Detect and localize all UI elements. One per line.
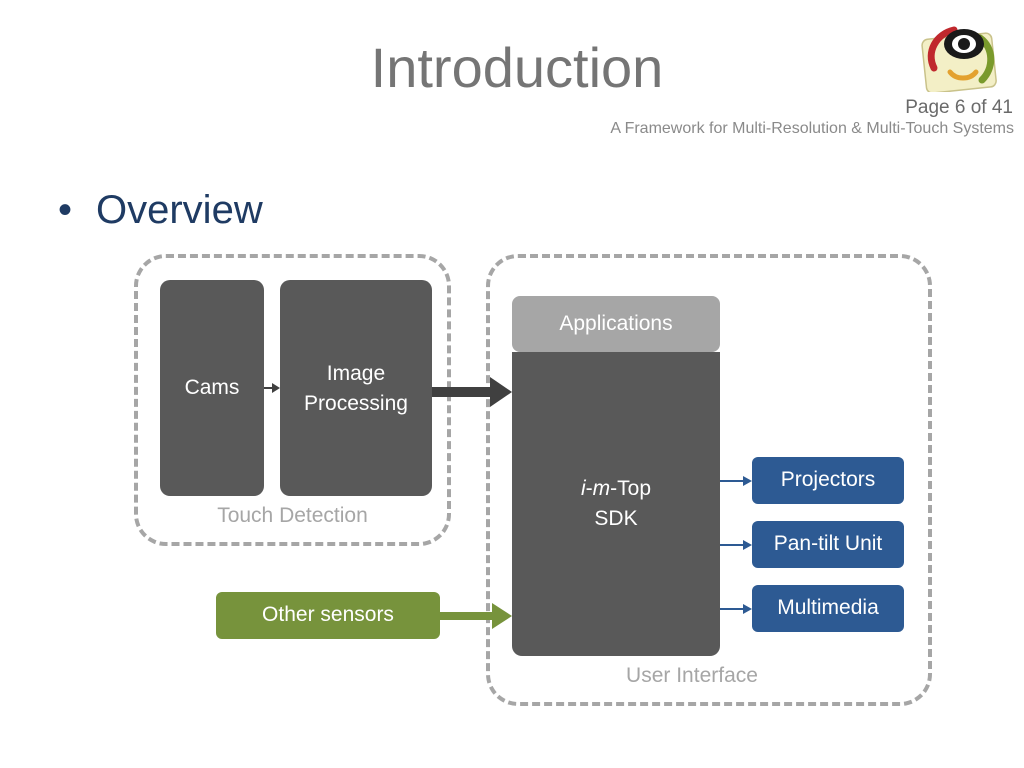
multimedia-label: Multimedia — [777, 596, 879, 620]
other-sensors-box: Other sensors — [216, 592, 440, 639]
pan-tilt-unit-box: Pan-tilt Unit — [752, 521, 904, 568]
arrow-processing-to-sdk — [432, 377, 512, 407]
bullet-marker: • — [58, 188, 73, 232]
image-processing-line1: Image — [326, 362, 386, 385]
sdk-top: -Top — [610, 476, 652, 500]
touch-detection-group — [134, 254, 451, 546]
arrow-cams-to-processing — [264, 383, 280, 393]
imtop-sdk-box: i-m-Top SDK — [512, 352, 720, 656]
cams-box: Cams — [160, 280, 264, 496]
touch-detection-label: Touch Detection — [217, 504, 368, 527]
sdk-dash: - — [585, 476, 593, 500]
logo-icon — [921, 26, 997, 92]
projectors-label: Projectors — [780, 468, 876, 492]
arrow-sdk-to-multimedia — [720, 604, 752, 614]
projectors-box: Projectors — [752, 457, 904, 504]
arrow-sensors-to-sdk — [440, 603, 512, 629]
page-number: Page 6 of 41 — [905, 97, 1013, 118]
sdk-i: i — [580, 476, 586, 500]
image-processing-line2: Processing — [304, 392, 408, 416]
bullet-overview: • Overview — [58, 190, 263, 230]
user-interface-label: User Interface — [626, 664, 758, 687]
pan-tilt-unit-label: Pan-tilt Unit — [773, 532, 883, 556]
arrow-sdk-to-pan-tilt — [720, 540, 752, 550]
applications-box: Applications — [512, 296, 720, 352]
applications-label: Applications — [559, 311, 673, 335]
other-sensors-label: Other sensors — [262, 603, 394, 627]
sdk-line1: i-m-Top — [581, 474, 651, 504]
user-interface-group — [486, 254, 932, 706]
cams-label: Cams — [184, 375, 240, 399]
slide-title: Introduction — [370, 36, 664, 99]
slide-subtitle: A Framework for Multi-Resolution & Multi… — [610, 120, 1014, 137]
sdk-line2: SDK — [594, 507, 638, 530]
sdk-m: m — [592, 476, 611, 500]
multimedia-box: Multimedia — [752, 585, 904, 632]
image-processing-box: Image Processing — [280, 280, 432, 496]
arrow-sdk-to-projectors — [720, 476, 752, 486]
bullet-text: Overview — [96, 188, 263, 232]
